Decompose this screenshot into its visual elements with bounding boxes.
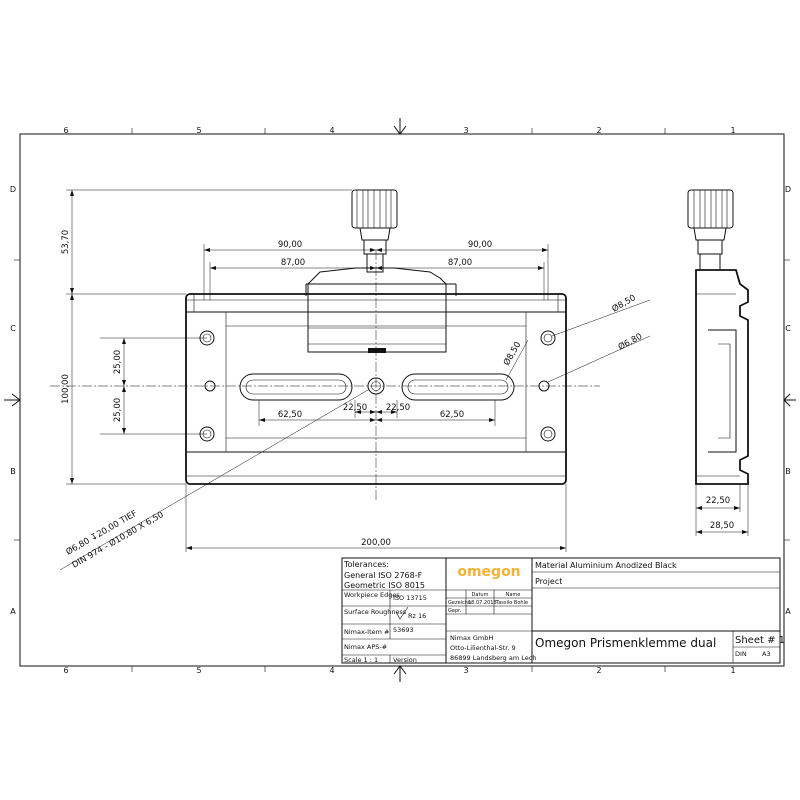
grid-col-label: 2 <box>596 666 601 675</box>
grid-col-label: 5 <box>196 126 201 135</box>
surface-roughness-label: Surface Roughness <box>344 608 407 616</box>
dim-62-50-right: 62,50 <box>440 410 464 420</box>
grid-row-label: A <box>10 607 16 616</box>
drawn-name: Tassilo Bohle <box>495 600 528 606</box>
scale: Scale 1 : 1 <box>344 656 378 664</box>
knob <box>351 189 398 273</box>
grid-col-label: 4 <box>329 666 334 675</box>
drawing-title: Omegon Prismenklemme dual <box>535 636 716 650</box>
clamp-block <box>305 267 457 353</box>
grid-col-label: 4 <box>329 126 334 135</box>
front-view <box>50 189 600 500</box>
company-street: Otto-Lilienthal-Str. 9 <box>450 644 516 652</box>
drawn-label: Gezeichn. <box>448 600 473 606</box>
omegon-logo: omegon <box>457 564 520 580</box>
slots <box>239 373 515 401</box>
dim-25-top: 25,00 <box>113 350 123 374</box>
dim-dia-8-50-side: Ø8,50 <box>610 292 638 314</box>
format-label: DIN <box>735 650 747 658</box>
workpiece-edges-label: Workpiece Edges <box>344 591 400 599</box>
sheet-number: Sheet # 1 <box>735 635 785 646</box>
dim-side-28-50: 28,50 <box>710 521 734 531</box>
dim-90-left: 90,00 <box>278 240 302 250</box>
nimax-item-label: Nimax-Item # <box>344 628 389 636</box>
side-body <box>695 269 749 485</box>
grid-row-label: B <box>10 467 16 476</box>
grid-labels: 6 5 4 3 2 1 6 5 4 3 2 1 D C B A D C B A <box>10 126 791 675</box>
dim-25-bottom: 25,00 <box>113 398 123 422</box>
dim-22-50-left: 22,50 <box>343 403 367 413</box>
side-knob <box>687 189 734 271</box>
grid-col-label: 2 <box>596 126 601 135</box>
grid-col-label: 6 <box>63 126 68 135</box>
dim-dia-6-80-side: Ø6,80 <box>616 331 644 353</box>
material: Material Aluminium Anodized Black <box>535 561 677 570</box>
grid-col-label: 5 <box>196 666 201 675</box>
grid-col-label: 3 <box>463 126 468 135</box>
project-label: Project <box>535 577 562 586</box>
roughness-check-icon <box>395 606 409 620</box>
nimax-item-value: 53693 <box>393 626 414 634</box>
grid-col-label: 1 <box>730 126 735 135</box>
grid-row-label: D <box>785 185 791 194</box>
surface-roughness-value: Rz 16 <box>408 612 426 620</box>
title-block: Tolerances: General ISO 2768-F Geometric… <box>341 557 785 664</box>
name-header: Name <box>506 592 521 598</box>
dimensions: 53,70 100,00 25,00 25,00 90,00 90,00 87,… <box>59 189 651 571</box>
grid-row-label: C <box>785 324 791 333</box>
tolerance-general: General ISO 2768-F <box>344 571 423 580</box>
center-lines <box>50 250 600 500</box>
grid-row-label: B <box>785 467 791 476</box>
drawing-frame <box>4 118 796 682</box>
dim-62-50-left: 62,50 <box>278 410 302 420</box>
format-value: A3 <box>762 650 771 658</box>
company-name: Nimax GmbH <box>450 634 493 642</box>
grid-row-label: A <box>785 607 791 616</box>
version-label: Version <box>393 656 417 664</box>
grid-row-label: C <box>10 324 16 333</box>
workpiece-edges-value: ISO 13715 <box>393 594 427 602</box>
side-dimensions: 22,50 28,50 <box>695 484 749 536</box>
tolerances-label: Tolerances: <box>343 560 389 569</box>
drawn-date: 18.07.2018 <box>468 600 497 606</box>
dim-90-right: 90,00 <box>468 240 492 250</box>
company-city: 86899 Landsberg am Lech <box>450 654 536 662</box>
grid-col-label: 3 <box>463 666 468 675</box>
dim-dia-8-50-slot: Ø8,50 <box>501 340 523 368</box>
dim-22-50-right: 22,50 <box>386 403 410 413</box>
dim-87-left: 87,00 <box>281 258 305 268</box>
grid-col-label: 1 <box>730 666 735 675</box>
dim-200: 200,00 <box>361 538 391 548</box>
grid-col-label: 6 <box>63 666 68 675</box>
dim-side-22-50: 22,50 <box>706 496 730 506</box>
dim-87-right: 87,00 <box>448 258 472 268</box>
nimax-aps-label: Nimax APS-# <box>344 643 387 651</box>
dim-53-70: 53,70 <box>61 230 71 254</box>
grid-row-label: D <box>10 185 16 194</box>
side-view: 22,50 28,50 <box>687 189 749 536</box>
dim-100: 100,00 <box>61 374 71 404</box>
tolerance-geometric: Geometric ISO 8015 <box>344 581 425 590</box>
checked-label: Gepr. <box>448 608 462 614</box>
datum-header: Datum <box>472 592 489 598</box>
